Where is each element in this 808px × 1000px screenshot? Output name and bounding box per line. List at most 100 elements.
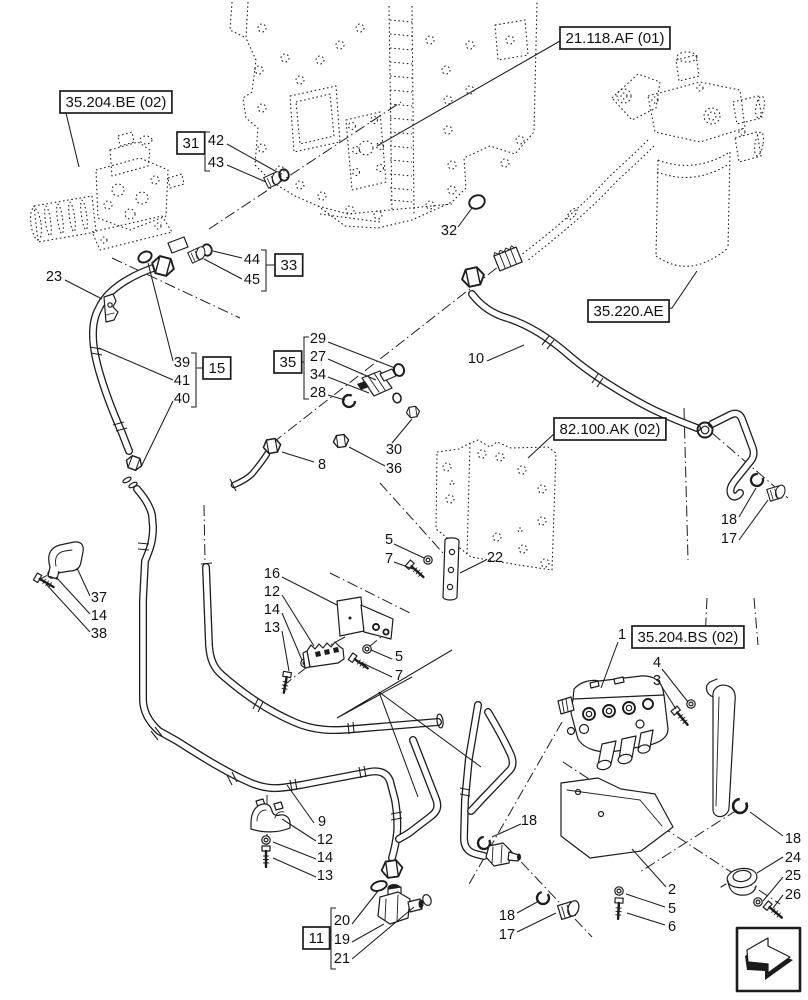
callout-23[interactable]: 23 [46,269,62,285]
callout-24[interactable]: 24 [785,850,801,866]
next-view-arrow [735,926,802,993]
bolt-3 [669,704,692,729]
leader-line [457,207,473,228]
callout-6[interactable]: 6 [668,919,676,935]
ref-box-n15[interactable] [202,356,232,380]
o-ring-39 [137,250,153,264]
leader-line [327,341,396,369]
callout-2[interactable]: 2 [668,882,676,898]
leader-line [391,418,413,444]
callout-42[interactable]: 42 [208,133,224,149]
clamp-block-12 [302,641,345,669]
washer-5a [423,555,433,565]
callout-17-a[interactable]: 17 [721,531,737,547]
remote-valve-35-204-BE [30,131,185,251]
callout-39[interactable]: 39 [174,355,190,371]
leader-line [281,612,303,661]
splined-coupler [493,245,523,272]
nut-39 [148,253,178,279]
ref-box-n35[interactable] [273,350,303,374]
leader-line [98,347,174,381]
o-ring-18-mid [533,888,553,908]
callout-43[interactable]: 43 [208,155,224,171]
callout-34[interactable]: 34 [310,367,326,383]
ref-box-be[interactable] [59,90,173,114]
callout-17-b[interactable]: 17 [499,927,515,943]
callout-8[interactable]: 8 [318,457,326,473]
callout-16[interactable]: 16 [264,566,280,582]
callout-14-a[interactable]: 14 [264,602,280,618]
callout-44[interactable]: 44 [244,252,260,268]
leader-line [459,559,487,574]
ref-box-label-n31[interactable]: 31 [183,135,200,152]
leader-line [203,258,243,280]
callout-18-c[interactable]: 18 [499,908,515,924]
callout-7-a[interactable]: 7 [385,551,393,567]
ref-box-label-n35[interactable]: 35 [280,354,297,371]
ref-box-label-n15[interactable]: 15 [209,360,226,377]
callout-18-d[interactable]: 18 [785,831,801,847]
callout-19[interactable]: 19 [334,932,350,948]
callout-38[interactable]: 38 [91,626,107,642]
leader-line [600,641,619,689]
leader-line [226,143,278,173]
pointer-lines [336,649,482,798]
callout-25[interactable]: 25 [785,868,801,884]
callout-13-a[interactable]: 13 [264,620,280,636]
ref-box-label-be[interactable]: 35.204.BE (02) [66,94,167,111]
ref-box-ae[interactable] [587,299,670,323]
callout-27[interactable]: 27 [310,349,326,365]
callout-3[interactable]: 3 [653,673,661,689]
ref-box-label-af[interactable]: 21.118.AF (01) [566,30,665,47]
callout-45[interactable]: 45 [244,272,260,288]
leader-line [516,900,540,914]
callout-37[interactable]: 37 [91,590,107,606]
callout-5-a[interactable]: 5 [385,532,393,548]
callout-26[interactable]: 26 [785,887,801,903]
ref-box-ak[interactable] [553,417,667,441]
callout-14-c[interactable]: 14 [317,850,333,866]
plug-17-right [766,483,788,502]
callout-41[interactable]: 41 [174,373,190,389]
callout-21[interactable]: 21 [334,951,350,967]
callout-10[interactable]: 10 [468,351,484,367]
callout-29[interactable]: 29 [310,331,326,347]
o-ring-34 [391,391,403,405]
ref-box-label-ak[interactable]: 82.100.AK (02) [560,421,661,438]
callout-9[interactable]: 9 [318,814,326,830]
callout-12-b[interactable]: 12 [317,832,333,848]
callout-18-b[interactable]: 18 [521,813,537,829]
ref-box-bs[interactable] [631,625,745,649]
callout-13-b[interactable]: 13 [317,868,333,884]
ref-box-label-n33[interactable]: 33 [281,257,298,274]
oil-filter-assembly [520,51,765,267]
callout-36[interactable]: 36 [386,461,402,477]
callout-14-b[interactable]: 14 [91,608,107,624]
callout-5-c[interactable]: 5 [668,901,676,917]
ref-box-n31[interactable] [176,131,206,155]
ref-box-label-bs[interactable]: 35.204.BS (02) [638,629,739,646]
callout-30[interactable]: 30 [386,442,402,458]
callout-28[interactable]: 28 [310,385,326,401]
ref-box-n33[interactable] [274,253,304,277]
callout-5-b[interactable]: 5 [395,649,403,665]
callout-12-a[interactable]: 12 [264,584,280,600]
callout-40[interactable]: 40 [174,391,190,407]
callout-4[interactable]: 4 [653,655,661,671]
callout-20[interactable]: 20 [334,913,350,929]
ref-box-n11[interactable] [302,926,331,950]
leader-line [140,400,174,468]
callout-18-a[interactable]: 18 [721,512,737,528]
callout-7-b[interactable]: 7 [395,668,403,684]
washer-4 [686,699,696,709]
callout-22[interactable]: 22 [487,550,503,566]
nut-10 [459,265,487,289]
leader-line [76,567,91,597]
ref-box-label-n11[interactable]: 11 [309,930,325,947]
leader-line [281,818,317,842]
callout-1[interactable]: 1 [618,627,626,643]
callout-32[interactable]: 32 [441,223,457,239]
ref-box-af[interactable] [559,26,671,50]
ref-box-label-ae[interactable]: 35.220.AE [594,303,664,320]
arrow-face [746,937,791,974]
